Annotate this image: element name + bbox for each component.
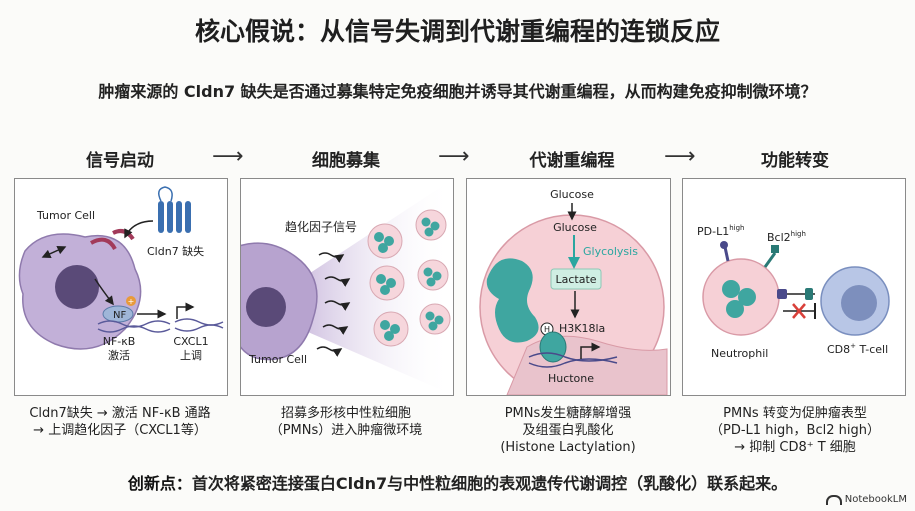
caption-recruit: 招募多形核中性粒细胞 （PMNs）进入肿瘤微环境 [236,405,456,439]
brand-name: NotebookLM [844,494,907,505]
flow-arrow-1: ⟶ [212,144,244,169]
label-pdl1: PD-L1high [697,224,744,238]
label-cxcl1-up: 上调 [180,349,202,362]
label-pdl1-text: PD-L1 [697,225,729,238]
label-nfkb-activate: 激活 [108,348,130,362]
panel-cell-recruitment: 趋化因子信号 Tumor Cell [240,178,454,396]
label-lactate: Lactate [555,273,596,286]
pdl1-receptor-icon [720,241,730,262]
lactate-box [550,268,602,290]
panel-metabolic-reprogramming: Glucose Glucose Glycolysis Lactate H H3K… [466,178,671,396]
pmn-cell [369,265,405,301]
caption-metabolic: PMNs发生糖酵解增强 及组蛋白乳酸化 (Histone Lactylation… [462,405,674,456]
panel-signal-initiation: + Tumor Cell Cldn7 缺失 NF NF-κB 激活 CXCL1 … [14,178,228,396]
pmn-cell [419,303,451,335]
panel-functional-shift: PD-L1high Bcl2high Neutrophil CD8+ T-cel… [682,178,906,396]
caption-line: Cldn7缺失 → 激活 NF-κB 通路 [29,406,211,421]
notebooklm-logo-icon [825,494,842,505]
notebooklm-watermark: NotebookLM [825,494,907,505]
histone [539,331,567,363]
caption-line: → 上调趋化因子（CXCL1等） [33,423,207,438]
caption-line: 招募多形核中性粒细胞 [280,406,411,421]
ligand-receptor [777,289,787,299]
label-cxcl1: CXCL1 [173,335,208,348]
pmn-cells [367,209,451,347]
caption-line: (Histone Lactylation) [500,440,636,455]
label-neutrophil: Neutrophil [711,347,768,360]
caption-line: （PMNs）进入肿瘤微环境 [269,423,423,438]
label-bcl2: Bcl2high [767,230,806,244]
research-question: 肿瘤来源的 Cldn7 缺失是否通过募集特定免疫细胞并诱导其代谢重编程，从而构建… [98,82,817,101]
flow-arrow-3: ⟶ [664,144,696,169]
flow-arrow-2: ⟶ [438,144,470,169]
caption-line: → 抑制 CD8⁺ T 细胞 [734,440,856,455]
plus-mark [126,296,136,306]
cell-recruitment-illustration: 趋化因子信号 Tumor Cell [241,179,453,395]
pmn-cell [367,223,403,259]
label-cd8-text: CD8 [827,343,850,356]
label-bcl2-text: Bcl2 [767,231,791,244]
label-pdl1-sup: high [729,224,744,232]
label-tumor-cell: Tumor Cell [36,209,95,222]
cldn7-protein-icon [158,186,191,233]
metabolic-reprogramming-illustration: Glucose Glucose Glycolysis Lactate H H3K… [479,188,668,395]
inhibition-cross-icon [792,303,806,319]
caption-line: 及组蛋白乳酸化 [522,423,614,438]
innovation-statement: 创新点：首次将紧密连接蛋白Cldn7与中性粒细胞的表观遗传代谢调控（乳酸化）联系… [0,470,915,494]
label-chemokine-signal: 趋化因子信号 [285,220,357,234]
innovation-label: 创新点： [127,474,192,493]
step-label-recruit: 细胞募集 [312,151,380,171]
label-cldn7: Cldn7 缺失 [147,244,204,258]
caption-line: PMNs发生糖酵解增强 [504,406,632,421]
label-glycolysis: Glycolysis [583,245,638,258]
page-title: 核心假说：从信号失调到代谢重编程的连锁反应 [194,17,720,46]
signal-initiation-illustration: + Tumor Cell Cldn7 缺失 NF NF-κB 激活 CXCL1 … [18,186,224,362]
pmn-cell [373,311,409,347]
label-nfkb: NF-κB [103,335,136,348]
tumor-nucleus [246,287,286,327]
caption-line: （PD-L1 high，Bcl2 high） [710,423,880,438]
label-nf: NF [113,310,126,321]
functional-shift-illustration: PD-L1high Bcl2high Neutrophil CD8+ T-cel… [697,224,890,360]
step-label-function: 功能转变 [761,151,829,171]
cd8-nucleus [841,285,877,321]
label-huctone: Huctone [548,372,594,385]
nucleus-lobe [486,258,539,343]
label-bcl2-sup: high [791,230,806,238]
label-cd8-t-cell: CD8+ T-cell [827,342,888,356]
svg-text:+: + [128,297,135,306]
innovation-text: 首次将紧密连接蛋白Cldn7与中性粒细胞的表观遗传代谢调控（乳酸化）联系起来。 [191,474,788,493]
label-glucose-out: Glucose [550,188,594,201]
step-label-metabolic: 代谢重编程 [529,151,615,171]
caption-line: PMNs 转变为促肿瘤表型 [723,406,867,421]
label-h3k18la: H3K18la [559,322,605,335]
tumor-nucleus [55,265,99,309]
label-glucose-in: Glucose [553,221,597,234]
label-tumor-cell: Tumor Cell [248,353,307,366]
step-label-signal: 信号启动 [86,151,154,171]
label-h: H [544,325,550,334]
pmn-cell [415,209,447,241]
caption-function: PMNs 转变为促肿瘤表型 （PD-L1 high，Bcl2 high） → 抑… [684,405,906,456]
bcl2-receptor-icon [763,245,779,268]
label-cd8-suffix: T-cell [856,343,888,356]
label-cd8-sup: + [850,342,856,350]
pmn-cell [417,259,449,291]
caption-signal: Cldn7缺失 → 激活 NF-κB 通路 → 上调趋化因子（CXCL1等） [10,405,230,439]
